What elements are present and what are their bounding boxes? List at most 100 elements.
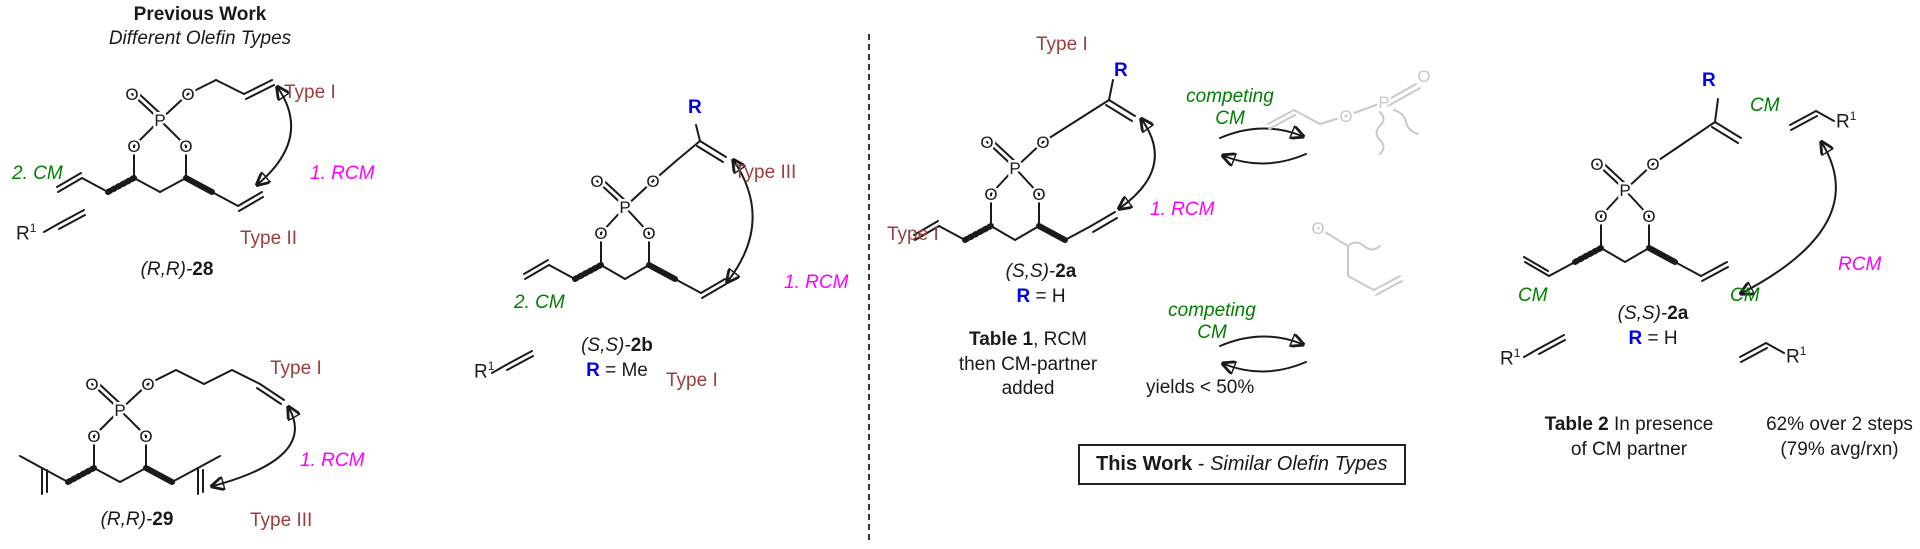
type-i-label: Type I <box>1036 34 1088 55</box>
yield-summary: 62% over 2 steps (79% avg/rxn) <box>1742 413 1920 462</box>
cm-label-left: CM <box>1518 285 1548 306</box>
table2-description: In presence of CM partner <box>1570 414 1714 460</box>
bond-group <box>43 79 275 233</box>
stereo-descriptor: (S,S)- <box>581 335 631 356</box>
table2-title: Table 2 <box>1544 414 1609 435</box>
yield-line2: (79% avg/rxn) <box>1780 438 1899 460</box>
structure-29-drawing: P O O O O <box>19 369 405 495</box>
rcm-curved-arrow <box>1120 120 1156 208</box>
r-symbol: R <box>1786 346 1800 368</box>
oxygen-atom-label: O <box>1032 185 1045 204</box>
this-work-box: This Work - Similar Olefin Types <box>1078 444 1406 485</box>
oxygen-atom-label: O <box>980 133 993 152</box>
cm-label-right: CM <box>1730 285 1760 306</box>
competing-cm-arrow-bottom-right <box>1219 336 1302 346</box>
r-definition-2a: R = H <box>976 285 1106 309</box>
cm-label-top: CM <box>1750 95 1780 116</box>
cm-word: CM <box>1215 107 1245 129</box>
oxygen-atom-label: O <box>141 375 154 394</box>
r-superscript: 1 <box>29 221 37 235</box>
competing-cm-arrow-top-right <box>1219 128 1302 138</box>
r-symbol: R <box>1016 286 1031 307</box>
r-equals-value: = Me <box>599 360 648 381</box>
yield-line1: 62% over 2 steps <box>1766 414 1913 435</box>
compound-label-29: (R,R)-29 <box>72 508 202 532</box>
competing-cm-arrow-top-left <box>1224 154 1307 164</box>
this-work-separator: - <box>1192 453 1211 475</box>
table1-title: Table 1 <box>969 329 1034 350</box>
table1-caption: Table 1, RCM then CM-partner added <box>950 328 1106 402</box>
cleaved-bond-squiggle <box>1347 241 1381 251</box>
structure-28-drawing: P O O O O <box>43 79 293 233</box>
cm-step-label: 2. CM <box>514 292 565 313</box>
r-symbol: R <box>586 360 600 381</box>
r1-substituent-label: R1 <box>1786 344 1806 368</box>
compound-label-28: (R,R)-28 <box>112 258 242 282</box>
type-i-label: Type I <box>887 224 939 245</box>
structure-2b-drawing: P O O O O <box>491 124 754 374</box>
bond-group <box>491 124 727 374</box>
r-superscript: 1 <box>1513 346 1521 360</box>
oxygen-atom-label: O <box>1590 155 1603 174</box>
compound-number: 2a <box>1055 261 1077 282</box>
type-i-label: Type I <box>284 82 336 103</box>
cm-step-label: 2. CM <box>12 163 63 184</box>
competing-word: competing <box>1168 300 1256 321</box>
rcm-label: RCM <box>1838 254 1882 275</box>
structure-2a-left-drawing: O P O O P O O O O <box>913 65 1433 398</box>
r-symbol: R <box>474 361 488 383</box>
r1-substituent-label: R1 <box>1836 109 1857 133</box>
r-equals-value: = H <box>1030 286 1066 307</box>
r-definition-2b: R = Me <box>552 359 682 383</box>
rcm-step-label: 1. RCM <box>300 450 365 471</box>
phosphorus-atom-label: P <box>114 401 125 420</box>
ghost-intermediate-structure: O P O O <box>1267 65 1433 296</box>
structure-2a-right-drawing: P O O O O <box>1523 98 1837 363</box>
oxygen-atom-label: O <box>642 224 655 243</box>
stereo-descriptor: (S,S)- <box>1005 261 1056 282</box>
section-divider <box>868 34 870 540</box>
oxygen-atom-label: O <box>85 375 98 394</box>
rcm-step-label: 1. RCM <box>1150 199 1215 220</box>
compound-label-2a: (S,S)-2a <box>1588 302 1718 326</box>
compound-label-2b: (S,S)-2b <box>552 334 682 358</box>
oxygen-atom-label: O <box>181 85 194 104</box>
r-symbol: R <box>16 223 30 245</box>
r-group-label: R <box>1114 60 1128 81</box>
rcm-step-label: 1. RCM <box>310 163 375 184</box>
bond-group <box>1523 98 1835 363</box>
r-superscript: 1 <box>1849 109 1857 123</box>
r-symbol: R <box>1500 348 1514 370</box>
oxygen-atom-label: O <box>127 137 140 156</box>
cm-word: CM <box>1197 321 1227 343</box>
oxygen-atom-label: O <box>1036 133 1049 152</box>
competing-word: competing <box>1186 86 1274 107</box>
oxygen-atom-label: O <box>646 172 659 191</box>
oxygen-atom-label: O <box>179 137 192 156</box>
r1-substituent-label: R1 <box>474 359 494 383</box>
rcm-curved-arrow <box>728 161 754 281</box>
r-group-label: R <box>688 97 702 118</box>
r-symbol: R <box>1836 111 1850 133</box>
compound-number: 2a <box>1667 303 1689 324</box>
oxygen-atom-label: O <box>1311 219 1324 238</box>
table1-description: , RCM then CM-partner added <box>958 329 1098 400</box>
phosphorus-atom-label: P <box>1009 159 1020 178</box>
oxygen-atom-label: O <box>125 85 138 104</box>
type-iii-label: Type III <box>734 162 797 183</box>
yields-note: yields < 50% <box>1146 377 1255 398</box>
type-iii-label: Type III <box>250 510 313 531</box>
oxygen-atom-label: O <box>1339 107 1352 126</box>
phosphorus-atom-label: P <box>1378 93 1389 112</box>
table2-caption: Table 2 In presence of CM partner <box>1536 413 1722 462</box>
r-group-label: R <box>1702 70 1716 91</box>
compound-number: 28 <box>192 259 214 280</box>
stereo-descriptor: (R,R)- <box>140 259 193 280</box>
stereo-descriptor: (R,R)- <box>100 509 153 530</box>
r1-substituent-label: R1 <box>16 221 37 245</box>
oxygen-atom-label: O <box>1594 207 1607 226</box>
cleaved-bond-squiggle <box>1375 111 1385 155</box>
r-equals-value: = H <box>1642 328 1678 349</box>
